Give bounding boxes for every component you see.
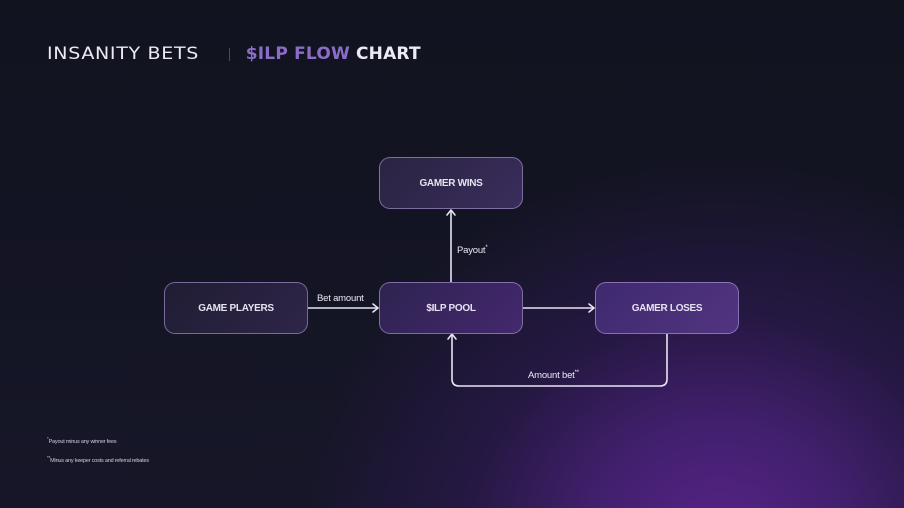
arrowhead-right-icon: [588, 303, 595, 313]
arrowhead-up-icon: [447, 333, 457, 340]
node-label: $ILP POOL: [426, 302, 476, 314]
edge-label-payout: Payout*: [457, 245, 488, 256]
title-accent: $ILP FLOW: [245, 44, 350, 64]
footnote: **Minus any keeper costs and referral re…: [47, 454, 149, 464]
arrowhead-right-icon: [372, 303, 379, 313]
page-header: INSANITY BETS $ILP FLOW CHART: [47, 44, 421, 64]
brand-name: INSANITY BETS: [47, 44, 200, 64]
node-gamer-wins: GAMER WINS: [379, 157, 523, 209]
arrowhead-up-icon: [446, 209, 456, 216]
node-label: GAMER LOSES: [631, 302, 703, 314]
edge-label-bet-amount: Bet amount: [317, 293, 364, 304]
edge-amount-bet-line: [451, 333, 668, 387]
node-label: GAME PLAYERS: [198, 302, 274, 314]
node-game-players: GAME PLAYERS: [164, 282, 308, 334]
title-rest: CHART: [355, 44, 421, 64]
node-gamer-loses: GAMER LOSES: [595, 282, 739, 334]
footnote: *Payout minus any winner fees: [47, 436, 117, 445]
header-divider: [228, 47, 230, 61]
footnotes: *Payout minus any winner fees **Minus an…: [47, 436, 149, 474]
node-ilp-pool: $ILP POOL: [379, 282, 523, 334]
node-label: GAMER WINS: [419, 177, 483, 189]
edge-label-amount-bet: Amount bet**: [528, 370, 579, 381]
